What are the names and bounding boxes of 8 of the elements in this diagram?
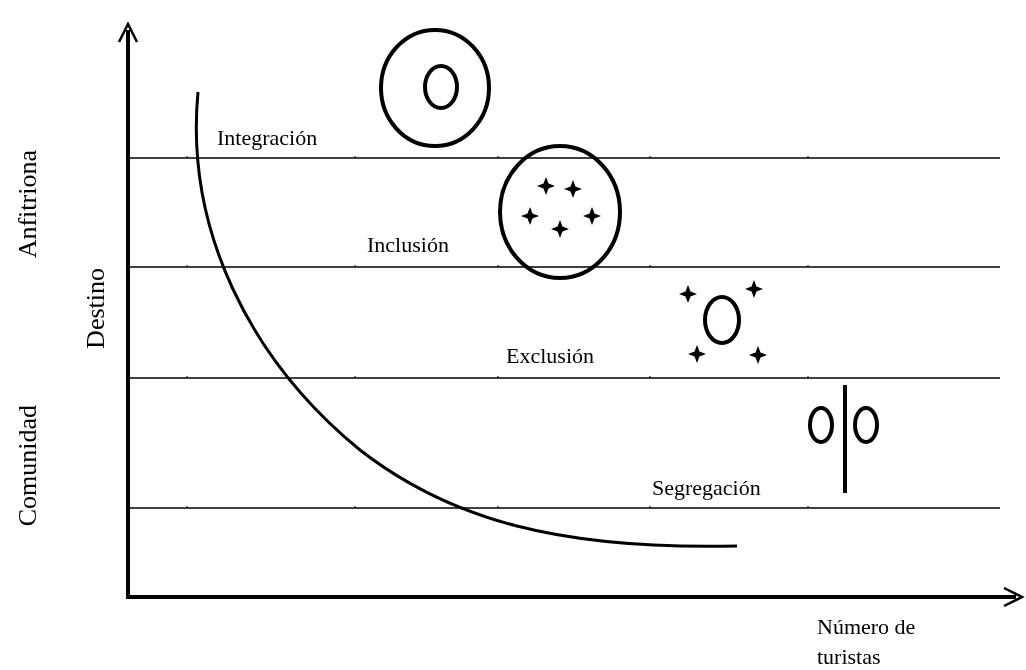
stage-label: Integración [217, 126, 318, 150]
axis-label: Comunidad [14, 405, 42, 527]
axis-label: Número de turistas [817, 613, 917, 670]
stage-label: Exclusión [506, 344, 594, 368]
stage-label: Inclusión [367, 233, 449, 257]
stage-label: Segregación [652, 476, 761, 500]
axis-label: Anfitriona [14, 150, 42, 259]
axis-label: Destino [82, 268, 110, 349]
